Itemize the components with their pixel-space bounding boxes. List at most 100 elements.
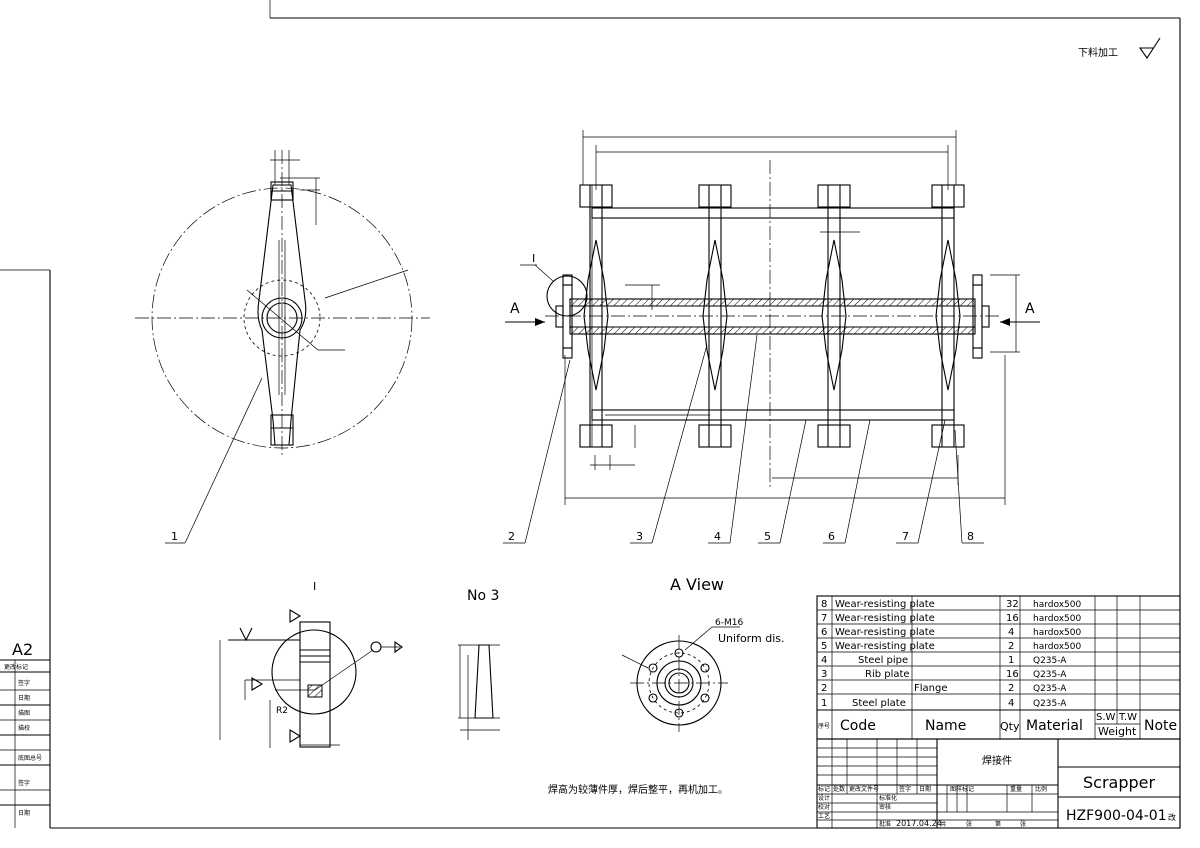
strip-label: 日期 [18, 809, 30, 817]
tb-label: 重量 [1010, 785, 1022, 793]
bom-material: hardox500 [1033, 628, 1081, 638]
bom-qty: 4 [1008, 627, 1014, 638]
bom-material: hardox500 [1033, 642, 1081, 652]
balloon-3: 3 [636, 530, 643, 543]
strip-label: 签字 [18, 779, 30, 787]
balloon-5: 5 [764, 530, 771, 543]
tb-label: 更改文件号 [849, 785, 879, 793]
front-view: A A I [505, 130, 1040, 505]
strip-label: 签字 [18, 679, 30, 687]
tb-label: 标准化 [879, 794, 897, 802]
strip-label: 更改标记 [4, 663, 28, 671]
paddle-1 [579, 184, 613, 448]
surface-note-text: 下料加工 [1078, 46, 1118, 59]
bom-name: Wear-resisting plate [835, 599, 935, 610]
drawing-name: Scrapper [1083, 773, 1155, 792]
bom-qty: 2 [1008, 641, 1014, 652]
tb-label: 审核 [879, 803, 891, 811]
tb-label: 第 [995, 820, 1001, 828]
a-view-flange: A View 6-M16 Uniform dis. [621, 575, 785, 732]
bom-name: Flange [914, 683, 948, 694]
bom-name: Steel pipe [858, 655, 908, 666]
balloon-6: 6 [828, 530, 835, 543]
detail-title: I [313, 580, 316, 593]
strip-label: 底图总号 [18, 754, 42, 762]
bom-no: 8 [821, 599, 827, 610]
strip-label: 日期 [18, 694, 30, 702]
tb-label: 校对 [818, 803, 830, 811]
end-view [135, 150, 430, 455]
radius-label: R2 [276, 706, 288, 716]
bom-qty: 32 [1006, 599, 1019, 610]
balloon-leaders: 1 2 3 4 5 6 7 8 [165, 334, 984, 544]
bom-header-qty: Qty [1000, 720, 1020, 733]
bom-qty: 4 [1008, 698, 1014, 709]
bom-no: 5 [821, 641, 827, 652]
rib-plate-title: No 3 [467, 588, 499, 604]
balloon-8: 8 [967, 530, 974, 543]
bom-header-name: Name [925, 718, 966, 734]
bom-no: 1 [821, 698, 827, 709]
tb-label: 设计 [818, 794, 830, 802]
strip-label: 描校 [18, 724, 30, 732]
bom-qty: 1 [1008, 655, 1014, 666]
bom-no: 7 [821, 613, 827, 624]
paddle-4 [931, 184, 965, 448]
bom-header-weight: Weight [1098, 725, 1137, 738]
bolt-spec: 6-M16 [715, 618, 743, 628]
bom-name: Wear-resisting plate [835, 627, 935, 638]
bom-header-note: Note [1144, 718, 1177, 734]
tb-label: 日期 [919, 785, 931, 793]
bom-name: Steel plate [852, 698, 906, 709]
tb-label: 共 [940, 820, 946, 828]
bom-material: Q235-A [1033, 670, 1067, 680]
roughness-symbol-icon [1138, 37, 1161, 59]
bom-no: 6 [821, 627, 827, 638]
tb-label: 图样标记 [950, 785, 974, 793]
a-view-title: A View [670, 575, 724, 594]
balloon-4: 4 [714, 530, 721, 543]
bom-no: 3 [821, 669, 827, 680]
bom-qty: 16 [1006, 613, 1019, 624]
bom-header-material: Material [1026, 718, 1083, 734]
section-arrow-left: A [510, 301, 520, 317]
detail-view-i: I R2 [219, 580, 403, 748]
balloon-2: 2 [508, 530, 515, 543]
bom-header-sw: S.W [1096, 712, 1116, 723]
bom-header-no: 序号 [818, 722, 830, 730]
sheet-size-label: A2 [12, 640, 33, 659]
bom-material: hardox500 [1033, 614, 1081, 624]
tb-label: 张 [1020, 820, 1026, 828]
tb-label: 工艺 [818, 812, 830, 820]
bolt-note: Uniform dis. [718, 632, 785, 645]
bom-no: 2 [821, 683, 827, 694]
tb-label: 张 [966, 820, 972, 828]
part-type: 焊接件 [982, 754, 1012, 767]
bom-material: Q235-A [1033, 699, 1067, 709]
paddle-3 [817, 184, 851, 448]
tb-label: 标记 [818, 785, 830, 793]
tb-label: 签字 [899, 785, 911, 793]
drawing-number-suffix: 改 [1168, 812, 1176, 822]
tb-label: 处数 [833, 785, 845, 793]
tb-label: 比例 [1035, 785, 1047, 793]
drawing-number: HZF900-04-01 [1066, 808, 1167, 824]
bom-name: Wear-resisting plate [835, 613, 935, 624]
bom-header-code: Code [840, 718, 876, 734]
strip-label: 描图 [18, 709, 30, 717]
bom-qty: 2 [1008, 683, 1014, 694]
paddle-2 [698, 184, 732, 448]
title-block: 标记 处数 更改文件号 签字 日期 设计 标准化 校对 审核 工艺 批准 图样标… [816, 738, 1181, 829]
weld-note: 焊高为较薄件厚，焊后整平，再机加工。 [548, 783, 728, 796]
balloon-7: 7 [902, 530, 909, 543]
section-arrow-right: A [1025, 301, 1035, 317]
tb-date: 2017.04.24 [896, 819, 942, 828]
balloon-1: 1 [171, 530, 178, 543]
tb-label: 批准 [879, 820, 891, 828]
bill-of-materials: 8 Wear-resisting plate 32 hardox500 7 We… [816, 595, 1181, 740]
surface-finish-note: 下料加工 [1078, 37, 1161, 59]
bom-qty: 16 [1006, 669, 1019, 680]
detail-callout-label: I [532, 252, 535, 265]
bom-name: Wear-resisting plate [835, 641, 935, 652]
